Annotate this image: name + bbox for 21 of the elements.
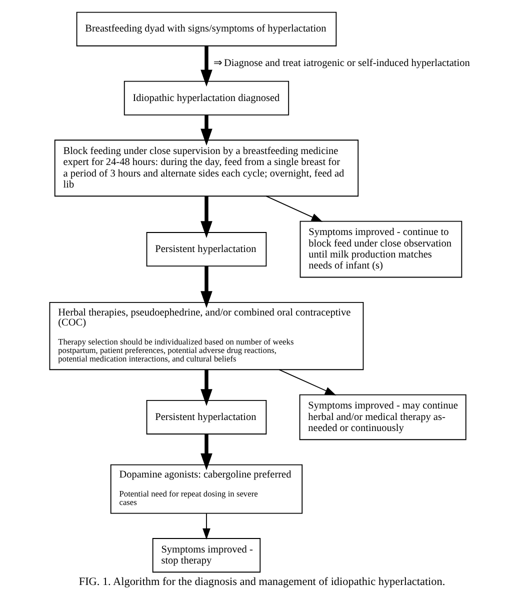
arrow	[200, 115, 212, 146]
node-box: Persistent hyperlactation	[146, 400, 266, 434]
arrow	[265, 196, 322, 222]
node-box: Breastfeeding dyad with signs/symptoms of hyperlactation	[76, 12, 336, 46]
node-box: Persistent hyperlactation	[146, 232, 266, 267]
arrow	[200, 370, 212, 406]
arrow	[200, 196, 212, 238]
arrow	[202, 513, 210, 540]
node-box: Herbal therapies, pseudoephedrine, and/or combined oral contraceptive (COC) Therapy selection should be individualized based on number of weeks postpartum, patient preferences, potential adverse drug reactions, potential medication interactions, and cultural beliefs	[48, 302, 364, 370]
node-box: Block feeding under close supervision by a breastfeeding medicine expert for 24-48 hours: during the day, feed from a single breast for a period of 3 hours and alternate sides each cycle; overnight, feed ad lib	[54, 140, 358, 197]
arrow	[200, 266, 212, 308]
node-box: Dopamine agonists: cabergoline preferred Potential need for repeat dosing in severe cases	[110, 464, 302, 514]
node-box: Symptoms improved - may continue herbal and/or medical therapy as-needed or continuously	[298, 394, 466, 440]
node-box: Idiopathic hyperlactation diagnosed	[123, 80, 289, 116]
node-box: Symptoms improved - continue to block feed under close observation until milk production matches needs of infant (s)	[299, 220, 462, 278]
edge-label: ⇒ Diagnose and treat iatrogenic or self-induced hyperlactation	[212, 58, 470, 70]
arrow	[200, 46, 212, 87]
caption: FIG. 1. Algorithm for the diagnosis and management of idiopathic hyperlactation.	[78, 576, 445, 588]
arrow	[200, 434, 212, 470]
node-box: Symptoms improved - stop therapy	[152, 538, 260, 573]
arrow	[278, 369, 336, 396]
